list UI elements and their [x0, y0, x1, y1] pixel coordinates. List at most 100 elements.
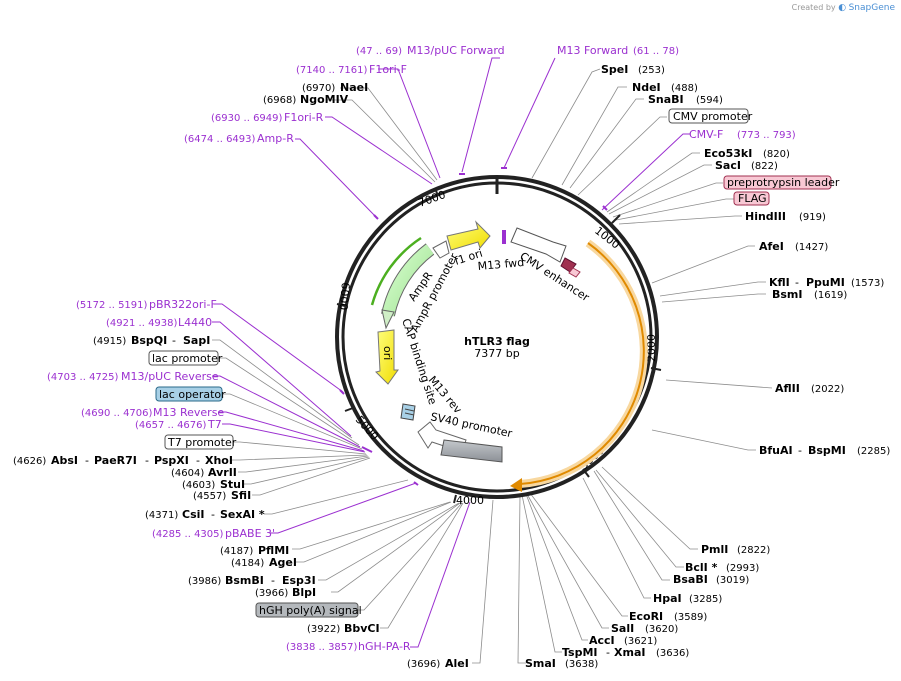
- label-hgh-pa-r[interactable]: hGH-PA-R: [358, 640, 411, 653]
- label-sexai[interactable]: SexAI *: [220, 508, 265, 521]
- label-ngomiv-pos: (6968): [263, 95, 296, 106]
- label-saci[interactable]: SacI: [715, 159, 741, 172]
- label-m13puc-rev[interactable]: M13/pUC Reverse: [121, 370, 219, 383]
- label-sali-pos: (3620): [645, 624, 678, 635]
- m13-fwd-feature[interactable]: [502, 230, 506, 244]
- label-sfii-pos: (4557): [193, 491, 226, 502]
- label-saci-pos: (822): [751, 161, 778, 172]
- ori-feature[interactable]: [375, 329, 399, 385]
- label-snabi[interactable]: SnaBI: [648, 93, 684, 106]
- label-bsmbi-sep: -: [271, 574, 275, 587]
- label-aflii[interactable]: AflII: [775, 382, 800, 395]
- label-absi[interactable]: AbsI: [51, 454, 78, 467]
- label-afei[interactable]: AfeI: [759, 240, 784, 253]
- label-stui[interactable]: StuI: [220, 478, 245, 491]
- label-m13-reverse-pos: (4690 .. 4706): [81, 408, 153, 419]
- label-cmv-f[interactable]: CMV-F: [689, 128, 723, 141]
- label-kfli[interactable]: KflI: [769, 276, 790, 289]
- plasmid-center: hTLR3 flag 7377 bp: [464, 335, 530, 360]
- label-m13-forward[interactable]: M13 Forward: [557, 44, 628, 57]
- label-csii-sep: -: [211, 508, 215, 521]
- label-alei-pos: (3696): [407, 659, 440, 670]
- hgh-polya-feature[interactable]: [440, 439, 503, 463]
- label-pmli[interactable]: PmlI: [701, 543, 728, 556]
- label-bsmi[interactable]: BsmI: [772, 288, 803, 301]
- label-f1ori-r[interactable]: F1ori-R: [284, 111, 324, 124]
- label-bfuai[interactable]: BfuAI: [759, 444, 793, 457]
- label-absi-sep3: -: [196, 454, 200, 467]
- label-bsabi[interactable]: BsaBI: [673, 573, 708, 586]
- label-amp-r[interactable]: Amp-R: [257, 132, 294, 145]
- label-flag-box: [733, 191, 770, 206]
- label-f1ori-f[interactable]: F1ori-F: [369, 63, 407, 76]
- label-bfuai-pos: (2285): [857, 446, 890, 457]
- label-alei[interactable]: AleI: [445, 657, 469, 670]
- label-eco53ki-pos: (820): [763, 149, 790, 160]
- leader-lines: [212, 57, 773, 664]
- label-lac-operator-box: [155, 386, 223, 402]
- label-bsmbi-pos: (3986): [188, 576, 221, 587]
- label-cmv-promoter[interactable]: CMV promoter: [673, 110, 753, 123]
- label-t7-promoter[interactable]: T7 promoter: [167, 436, 237, 449]
- label-ndei[interactable]: NdeI: [632, 81, 661, 94]
- label-pbr322[interactable]: pBR322ori-F: [149, 298, 217, 311]
- label-m13puc-fwd[interactable]: M13/pUC Forward: [407, 44, 505, 57]
- label-sfii[interactable]: SfiI: [231, 489, 251, 502]
- ampr-promoter-feature[interactable]: [432, 240, 450, 259]
- label-naei[interactable]: NaeI: [340, 81, 368, 94]
- tlr3-cds[interactable]: [510, 239, 648, 492]
- label-bbvci[interactable]: BbvCI: [344, 622, 380, 635]
- label-flag[interactable]: FLAG: [738, 192, 767, 205]
- label-xmai[interactable]: XmaI: [614, 646, 645, 659]
- label-paer7i[interactable]: PaeR7I: [94, 454, 137, 467]
- label-tspmi[interactable]: TspMI: [562, 646, 598, 659]
- lac-operator-feature[interactable]: [400, 403, 416, 421]
- label-absi-pos: (4626): [13, 456, 46, 467]
- label-pbabe3[interactable]: pBABE 3': [225, 527, 275, 540]
- label-sali[interactable]: SalI: [611, 622, 634, 635]
- label-t7[interactable]: T7: [207, 418, 222, 431]
- label-hgh-polya[interactable]: hGH poly(A) signal: [259, 604, 362, 617]
- label-smai-pos: (3638): [565, 659, 598, 670]
- label-pbabe3-pos: (4285 .. 4305): [152, 529, 224, 540]
- label-hpai[interactable]: HpaI: [653, 592, 682, 605]
- cmv-enhancer-feature[interactable]: [510, 227, 567, 263]
- label-ngomiv[interactable]: NgoMIV: [300, 93, 349, 106]
- label-ecori[interactable]: EcoRI: [629, 610, 663, 623]
- label-agei[interactable]: AgeI: [269, 556, 297, 569]
- label-preprotrypsin-box: [723, 175, 832, 190]
- label-cmv-promoter-box: [668, 108, 749, 124]
- label-xhoi[interactable]: XhoI: [205, 454, 233, 467]
- flag-feature[interactable]: [560, 257, 581, 278]
- label-lac-operator[interactable]: lac operator: [159, 388, 226, 401]
- label-lac-promoter[interactable]: lac promoter: [152, 352, 223, 365]
- label-preprotrypsin[interactable]: preprotrypsin leader: [727, 176, 840, 189]
- label-bcli[interactable]: BclI *: [685, 561, 718, 574]
- label-pspxi[interactable]: PspXI: [154, 454, 189, 467]
- label-eco53ki[interactable]: Eco53kI: [704, 147, 752, 160]
- label-spei[interactable]: SpeI: [601, 63, 628, 76]
- label-hindiii[interactable]: HindIII: [745, 210, 786, 223]
- label-smai[interactable]: SmaI: [525, 657, 556, 670]
- label-avrii[interactable]: AvrII: [208, 466, 237, 479]
- label-m13-reverse[interactable]: M13 Reverse: [153, 406, 224, 419]
- label-sapi[interactable]: SapI: [183, 334, 210, 347]
- plasmid-name: hTLR3 flag: [464, 335, 530, 348]
- f1-ori-feature[interactable]: [446, 220, 491, 251]
- label-t7-promoter-box: [164, 434, 234, 450]
- label-bsmbi[interactable]: BsmBI: [225, 574, 264, 587]
- label-esp3i[interactable]: Esp3I: [282, 574, 316, 587]
- label-acci[interactable]: AccI: [589, 634, 615, 647]
- label-bspmi[interactable]: BspMI: [808, 444, 846, 457]
- ampr-feature[interactable]: [370, 236, 435, 330]
- label-absi-sep2: -: [145, 454, 149, 467]
- label-stui-pos: (4603): [182, 480, 215, 491]
- label-afei-pos: (1427): [795, 242, 828, 253]
- label-bspqi[interactable]: BspQI: [131, 334, 167, 347]
- label-csii[interactable]: CsiI: [182, 508, 204, 521]
- label-ppumi[interactable]: PpuMI: [806, 276, 845, 289]
- label-l4440[interactable]: L4440: [178, 316, 212, 329]
- label-blpi[interactable]: BlpI: [292, 586, 316, 599]
- label-pflmi[interactable]: PflMI: [258, 544, 289, 557]
